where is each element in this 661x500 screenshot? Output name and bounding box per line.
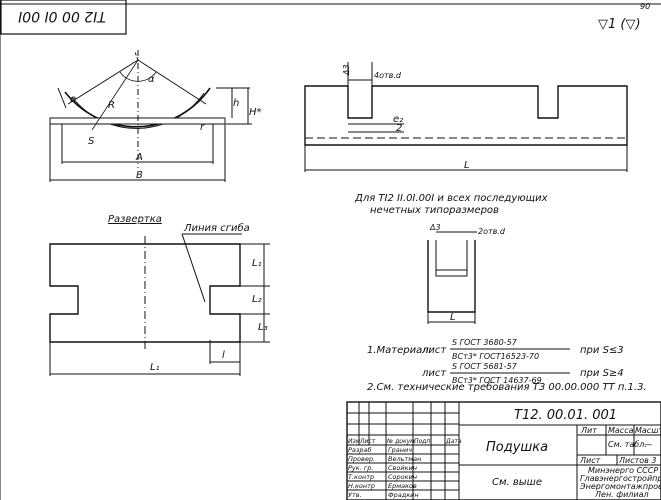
- holes-label: 2отв.d: [478, 227, 506, 236]
- dim-b-label: B: [136, 170, 143, 181]
- small-l-label: L: [450, 312, 456, 323]
- material-ref: См. выше: [492, 477, 542, 488]
- title-block: [346, 401, 661, 500]
- sheet-number: 90: [640, 2, 650, 11]
- small-view: [427, 231, 477, 324]
- small-delta-label: Δ3: [429, 223, 441, 232]
- col-scale: Масштаб: [635, 426, 661, 435]
- svg-text:Сорокин: Сорокин: [388, 473, 417, 481]
- col-lit: Лит: [580, 426, 597, 435]
- svg-text:Н.контр: Н.контр: [348, 482, 375, 490]
- org-line-3: Энергомонтажпроект: [579, 482, 661, 491]
- sheets-label: Листов 3: [618, 456, 657, 465]
- side-l-label: L: [464, 160, 470, 171]
- edge-label: e: [70, 94, 76, 105]
- svg-text:S ГОСТ 5681-57: S ГОСТ 5681-57: [452, 362, 518, 371]
- r-label: r: [200, 122, 205, 133]
- section-view: [49, 50, 252, 182]
- svg-text:Фрадкин: Фрадкин: [388, 491, 419, 499]
- h-label: h: [233, 98, 239, 109]
- svg-text:2.См. технические требования: 2.См. технические требования ТЗ 00.00.00…: [367, 381, 647, 393]
- svg-text:ТI2 00 0I 00I: ТI2 00 0I 00I: [18, 8, 106, 24]
- svg-text:Вельтман: Вельтман: [388, 455, 421, 463]
- e2-label: e₂: [393, 114, 403, 125]
- svg-text:Свойкин: Свойкин: [388, 464, 417, 472]
- scale-value: —: [644, 440, 652, 449]
- dim-a-label: A: [135, 152, 143, 163]
- svg-text:Т.контр: Т.контр: [348, 473, 374, 481]
- title-block-roles: Разраб Провер. Рук. гр. Т.контр Н.контр …: [348, 446, 375, 499]
- development-view: [49, 233, 270, 376]
- svg-text:S ГОСТ 3680-57: S ГОСТ 3680-57: [452, 338, 518, 347]
- svg-text:Дата: Дата: [445, 438, 462, 445]
- svg-text:Гранич: Гранич: [388, 446, 412, 454]
- h-star-label: H*: [249, 107, 262, 118]
- note-line-2: нечетных типоразмеров: [370, 205, 499, 216]
- svg-text:ВСт3* ГОСТ16523-70: ВСт3* ГОСТ16523-70: [452, 352, 539, 361]
- svg-text:Утв.: Утв.: [348, 491, 362, 499]
- dev-l3-label: L₃: [258, 322, 268, 333]
- top-stamp: ТI2 00 0I 00I: [18, 8, 106, 24]
- dev-l-label: l: [222, 350, 225, 361]
- svg-text:Подп.: Подп.: [414, 438, 432, 445]
- development-title: Развертка: [108, 214, 162, 225]
- side-delta-label: Δ3: [342, 64, 351, 76]
- s-label: S: [88, 136, 95, 147]
- svg-text:Разраб: Разраб: [348, 446, 371, 454]
- svg-text:лист: лист: [421, 368, 447, 379]
- svg-text:при S≥4: при S≥4: [580, 368, 624, 379]
- dev-l1-label: L₁: [252, 258, 262, 269]
- fold-line-label: Линия сгиба: [183, 222, 250, 234]
- svg-text:Лист: Лист: [359, 438, 376, 445]
- half-label: 2: [396, 123, 402, 134]
- part-name: Подушка: [486, 440, 548, 455]
- col-mass: Масса: [608, 426, 634, 435]
- svg-text:ВСт3* ГОСТ 14637-69: ВСт3* ГОСТ 14637-69: [452, 376, 542, 385]
- dev-bottom-label: L₁: [150, 362, 160, 373]
- svg-text:при S≤3: при S≤3: [580, 345, 624, 356]
- svg-text:лист: лист: [421, 345, 447, 356]
- svg-text:1.Материал:: 1.Материал:: [367, 345, 432, 356]
- radius-label: R: [108, 100, 115, 111]
- svg-text:Провер.: Провер.: [348, 455, 375, 463]
- svg-text:№ докум.: № докум.: [386, 438, 417, 445]
- org-line-4: Лен. филиал: [594, 490, 649, 499]
- svg-text:Ермаков: Ермаков: [388, 482, 417, 490]
- title-block-names: Гранич Вельтман Свойкин Сорокин Ермаков …: [388, 446, 421, 499]
- groove-label: 4отв.d: [374, 71, 402, 80]
- dev-l2-label: L₂: [252, 294, 262, 305]
- svg-text:Рук. гр.: Рук. гр.: [348, 464, 373, 472]
- mass-value: См. табл.: [608, 440, 647, 449]
- material-notes: 1.Материал: лист S ГОСТ 3680-57 ВСт3* ГО…: [367, 338, 647, 393]
- roughness-mark: ▽1 (▽): [598, 17, 641, 32]
- org-line-2: Главэнергостройпроект: [580, 474, 661, 483]
- sheet-label: Лист: [579, 456, 601, 465]
- angle-label: α: [148, 74, 155, 85]
- org-line-1: Минэнерго СССР: [588, 466, 658, 475]
- title-block-header: Изм Лист № докум. Подп. Дата: [348, 438, 462, 445]
- svg-text:Изм: Изм: [348, 438, 361, 445]
- designation: Т12. 00.01. 001: [514, 408, 617, 423]
- side-view: [304, 62, 628, 172]
- note-line-1: Для ТI2 II.0I.00I и всех последующих: [354, 193, 548, 204]
